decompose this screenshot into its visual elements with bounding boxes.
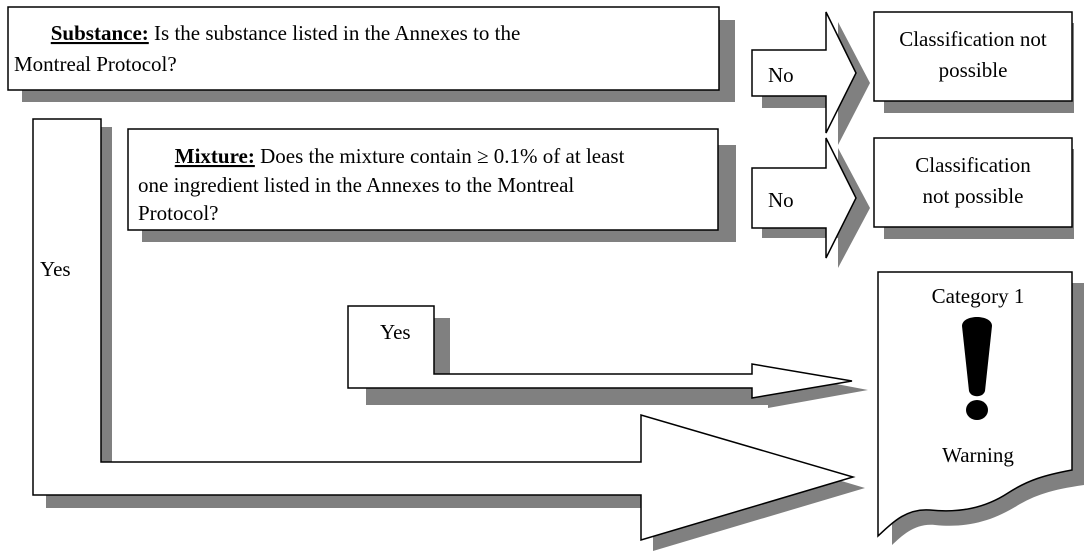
mixture-yes-arrow: Yes xyxy=(347,305,853,399)
mixture-term: Mixture: xyxy=(175,144,255,168)
category-1-label-card: Category 1 Warning xyxy=(877,271,1073,538)
substance-term: Substance: xyxy=(51,21,149,45)
substance-question-line2: Montreal Protocol? xyxy=(14,52,177,76)
mixture-outcome-line2: not possible xyxy=(923,184,1024,208)
substance-outcome-line2: possible xyxy=(939,58,1008,82)
svg-text:Substance: Is the substance li: Substance: Is the substance listed in th… xyxy=(14,21,547,45)
mixture-question-box: Mixture: Does the mixture contain ≥ 0.1%… xyxy=(127,128,719,231)
signal-word: Warning xyxy=(942,443,1014,467)
exclamation-icon xyxy=(962,317,992,420)
mixture-yes-label: Yes xyxy=(380,320,411,344)
category-label: Category 1 xyxy=(932,284,1025,308)
substance-classification-box: Classification not possible xyxy=(873,11,1073,102)
mixture-classification-box: Classification not possible xyxy=(873,137,1073,228)
mixture-no-arrow: No xyxy=(751,137,857,259)
substance-no-label: No xyxy=(768,63,794,87)
substance-yes-arrow: Yes xyxy=(32,118,856,542)
svg-text:Mixture: Does the mixture cont: Mixture: Does the mixture contain ≥ 0.1%… xyxy=(138,144,651,168)
substance-question-box: Substance: Is the substance listed in th… xyxy=(7,6,720,91)
mixture-outcome-line1: Classification xyxy=(915,153,1031,177)
mixture-question-line3: Protocol? xyxy=(138,201,218,225)
substance-outcome-line1: Classification not xyxy=(899,27,1047,51)
substance-question-line1: Is the substance listed in the Annexes t… xyxy=(149,21,521,45)
mixture-question-line1: Does the mixture contain ≥ 0.1% of at le… xyxy=(255,144,625,168)
mixture-no-label: No xyxy=(768,188,794,212)
mixture-question-line2: one ingredient listed in the Annexes to … xyxy=(138,173,574,197)
substance-yes-label: Yes xyxy=(40,257,71,281)
substance-no-arrow: No xyxy=(751,11,857,134)
